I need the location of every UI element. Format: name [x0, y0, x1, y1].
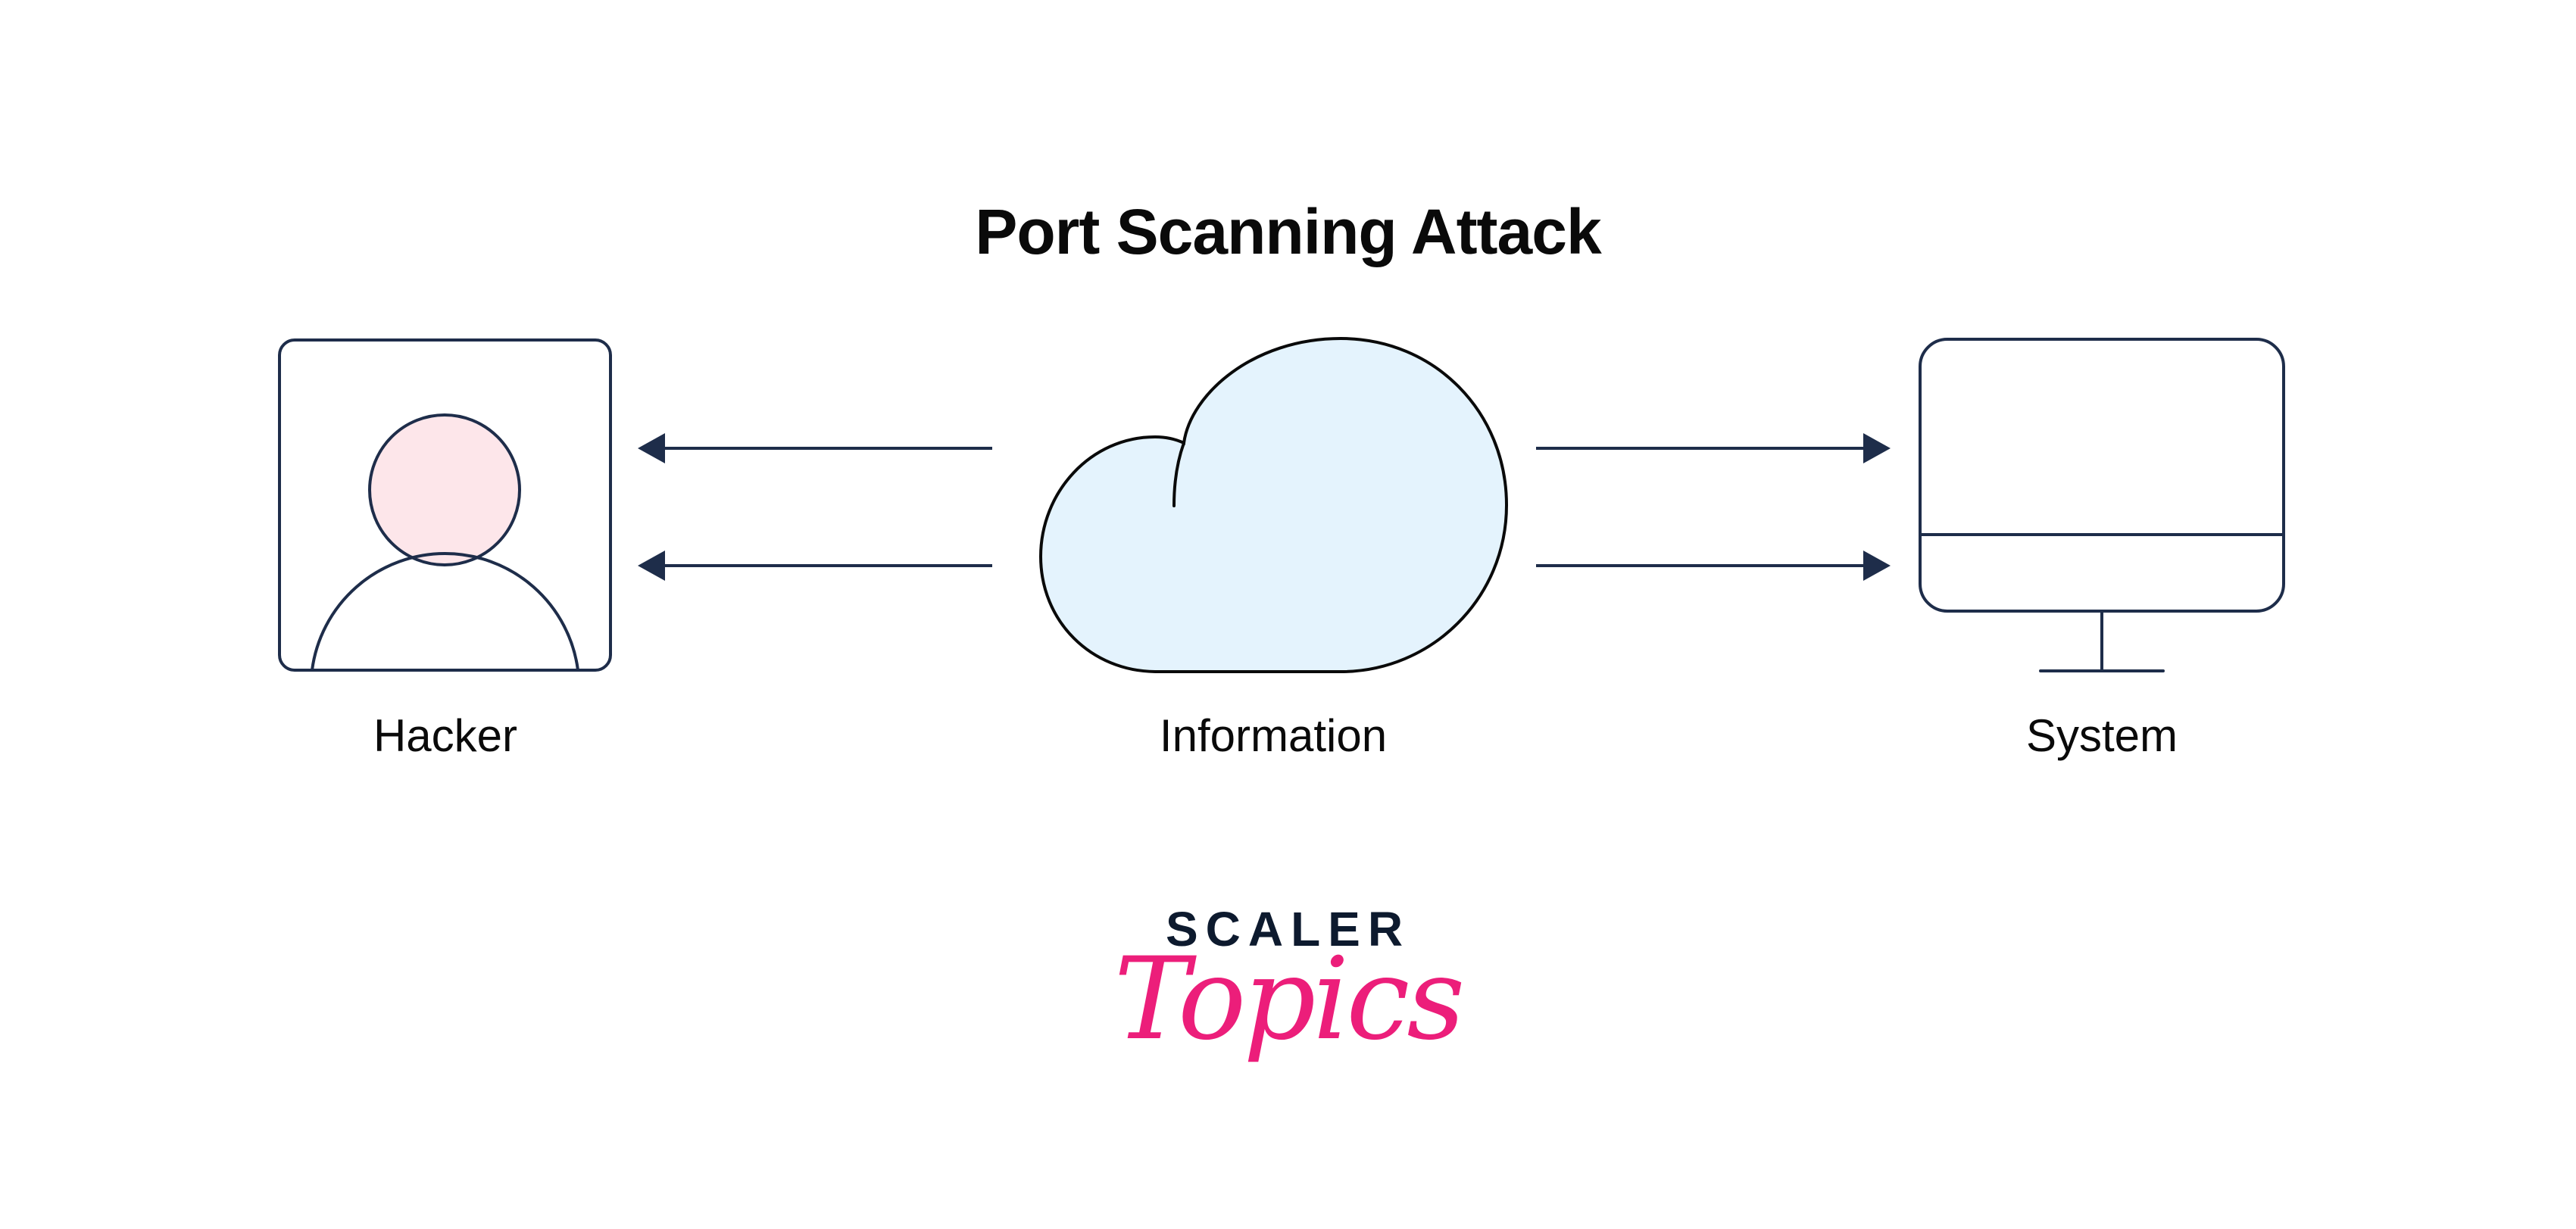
logo-topics-text: Topics — [1113, 934, 1466, 1065]
system-label: System — [2025, 710, 2178, 761]
monitor-icon — [1919, 338, 2285, 672]
information-label: Information — [1159, 710, 1388, 761]
diagram-title: Port Scanning Attack — [975, 196, 1601, 267]
monitor-screen — [1919, 338, 2285, 613]
cloud-shape — [1038, 336, 1509, 673]
arrow-to-hacker-1 — [638, 433, 992, 463]
cloud-icon — [1038, 336, 1509, 673]
hacker-body — [311, 551, 579, 671]
hacker-icon — [278, 338, 612, 672]
hacker-label: Hacker — [373, 710, 518, 761]
hacker-head — [368, 413, 521, 566]
logo-scaler-text: SCALER — [1165, 902, 1411, 956]
arrow-to-system-2 — [1536, 551, 1891, 581]
arrow-to-hacker-2 — [638, 551, 992, 581]
arrow-to-system-1 — [1536, 433, 1891, 463]
cloud-inner-curve — [1172, 441, 1185, 507]
